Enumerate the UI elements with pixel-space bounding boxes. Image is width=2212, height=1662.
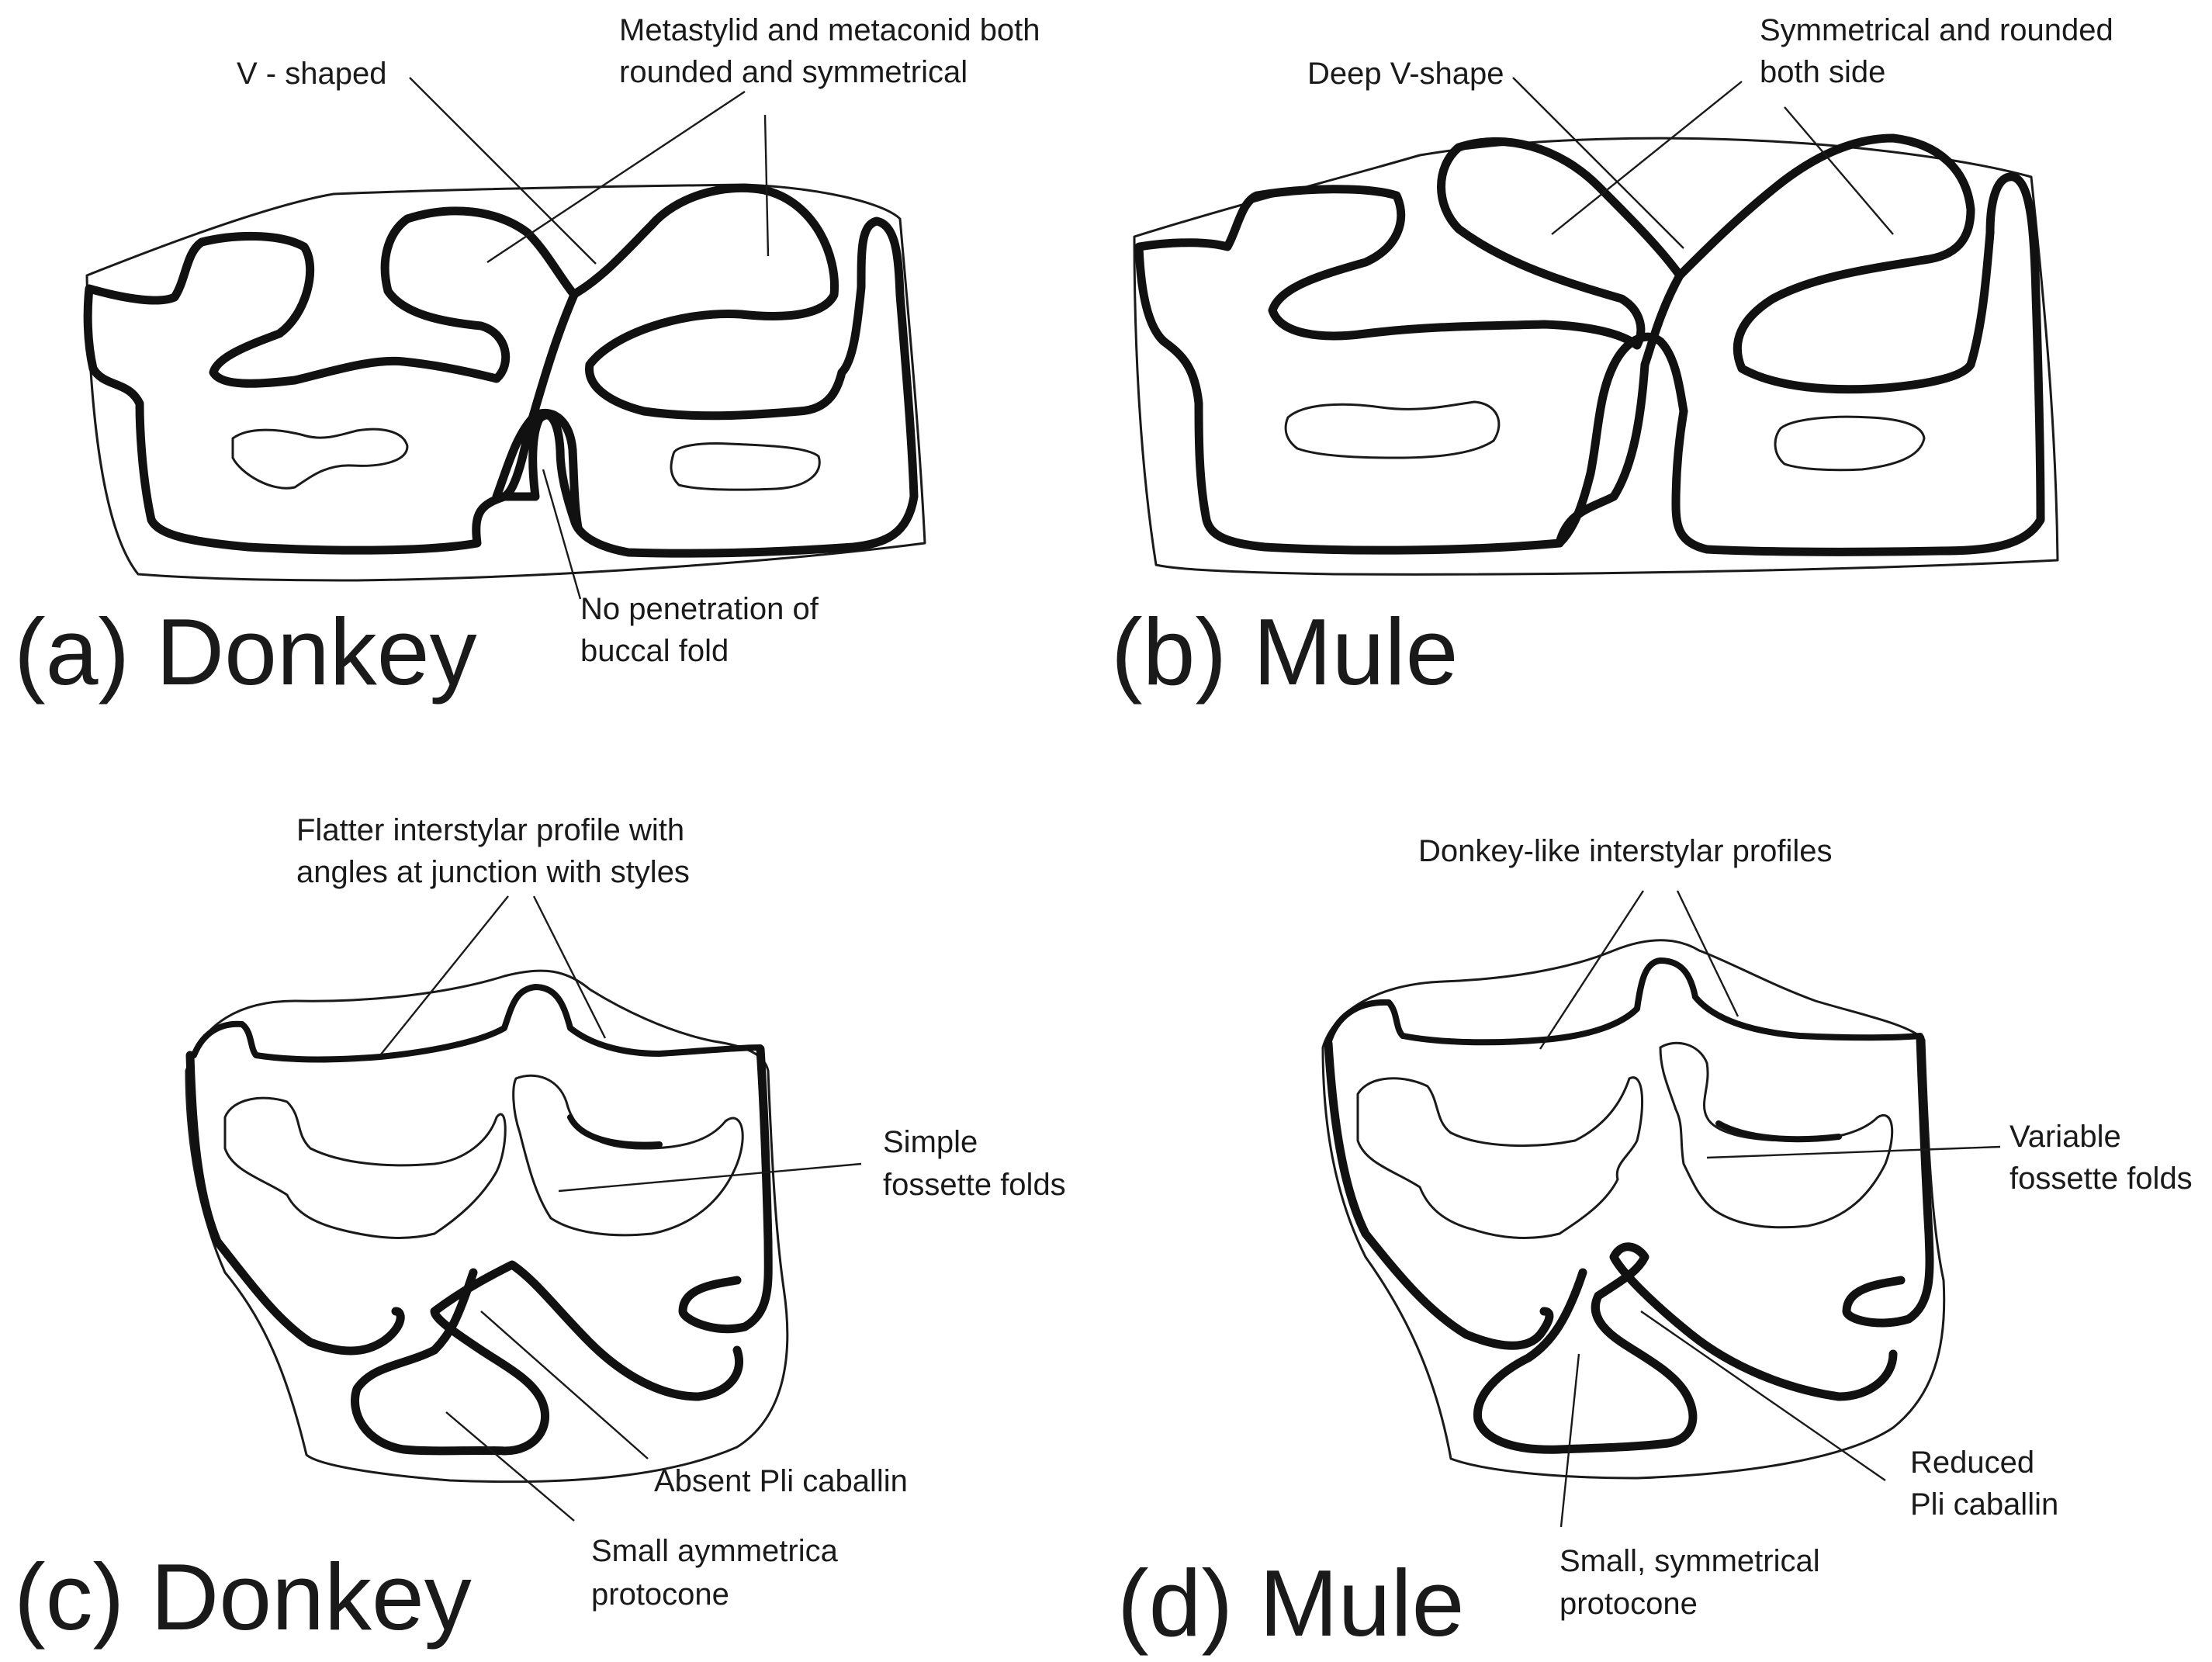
panel-d-fossette-right (1659, 1041, 1894, 1229)
panel-a: V - shaped Metastylid and metaconid both… (14, 13, 1040, 705)
panel-c-fossette-right (512, 1074, 744, 1237)
panel-c-label-flatter-1: Flatter interstylar profile with (296, 813, 684, 847)
panel-c-label-flatter-2: angles at junction with styles (296, 855, 690, 889)
panel-b-buccal-fold (1555, 332, 1688, 548)
panel-b-tooth-outline (1133, 137, 2059, 576)
panel-b-leader-symmetrical-1 (1551, 81, 1743, 235)
panel-d-protocone (1473, 1242, 1898, 1454)
panel-d-label-donkeylike: Donkey-like interstylar profiles (1418, 834, 1833, 868)
panel-b-leader-symmetrical-2 (1784, 106, 1894, 235)
panel-b-enamel-left (1134, 137, 1684, 555)
panel-a-label-buccal-1: No penetration of (580, 592, 819, 626)
panel-c-enamel-top (191, 984, 763, 1063)
panel-d-fossette-left (1356, 1076, 1643, 1239)
panel-a-title: (a) Donkey (14, 599, 477, 705)
panel-a-leader-buccal (542, 469, 582, 600)
panel-d: Donkey-like interstylar profiles Variabl… (1117, 834, 2193, 1656)
panel-c-enamel-outer (185, 1051, 405, 1356)
panel-c-tooth-outline (185, 969, 789, 1484)
panel-d-fossette-right-fill (1715, 1120, 1842, 1143)
panel-d-label-protocone-2: protocone (1559, 1587, 1698, 1621)
panel-c-leader-flatter-1 (379, 895, 509, 1056)
panel-c-title: (c) Donkey (14, 1544, 472, 1650)
panel-d-label-reduced-2: Pli caballin (1910, 1487, 2058, 1522)
panel-b-label-symmetrical-2: both side (1760, 55, 1885, 89)
panel-d-label-reduced-1: Reduced (1910, 1446, 2034, 1480)
panel-c-label-simple-2: fossette folds (883, 1168, 1066, 1202)
panel-c-leader-flatter-2 (532, 895, 607, 1039)
panel-d-enamel-right (1842, 1034, 1934, 1328)
panel-b-label-symmetrical-1: Symmetrical and rounded (1760, 13, 2113, 47)
panel-d-enamel-outer (1324, 1039, 1554, 1350)
panel-c-protocone (351, 1260, 744, 1456)
panel-a-leader-metastylid-1 (486, 90, 746, 264)
panel-d-leader-donkeylike-1 (1539, 890, 1645, 1050)
panel-a-enamel-right (500, 183, 919, 558)
panel-b-fossette-left (1284, 400, 1501, 459)
panel-d-leader-variable (1706, 1145, 2001, 1159)
panel-b-title: (b) Mule (1111, 599, 1458, 705)
panel-c-label-protocone-1: Small aymmetrica (591, 1534, 839, 1568)
panel-a-fossette-left (231, 428, 409, 490)
panel-a-fossette-right (670, 442, 821, 491)
panel-d-tooth-outline (1321, 939, 1946, 1480)
panel-c: Flatter interstylar profile with angles … (14, 813, 1066, 1650)
panel-c-leader-simple (558, 1162, 862, 1193)
panel-c-fossette-right-fill (567, 1114, 663, 1148)
panel-a-leader-v-shaped (409, 77, 597, 265)
panel-b-label-deep-v: Deep V-shape (1307, 57, 1504, 91)
panel-b-enamel-right (1671, 133, 2045, 556)
panel-d-enamel-top (1325, 957, 1923, 1047)
panel-d-label-variable-2: fossette folds (2009, 1162, 2193, 1196)
panel-a-label-metastylid-1: Metastylid and metaconid both (619, 13, 1040, 47)
panel-b-fossette-right (1774, 415, 1926, 472)
panel-c-label-simple-1: Simple (883, 1125, 978, 1159)
panel-a-label-metastylid-2: rounded and symmetrical (619, 55, 968, 89)
panel-c-fossette-left (223, 1096, 507, 1239)
panel-b: Deep V-shape Symmetrical and rounded bot… (1111, 13, 2113, 705)
panel-d-leader-reduced (1640, 1311, 1886, 1481)
panel-a-enamel-left (83, 206, 579, 555)
panel-c-leader-protocone (445, 1411, 575, 1522)
panel-d-label-protocone-1: Small, symmetrical (1559, 1544, 1820, 1578)
panel-d-label-variable-1: Variable (2009, 1120, 2121, 1154)
panel-d-title: (d) Mule (1117, 1550, 1464, 1656)
panel-d-leader-protocone (1559, 1353, 1580, 1528)
panel-a-buccal-fold (492, 408, 583, 532)
panel-c-enamel-right (678, 1044, 773, 1334)
panel-a-label-buccal-2: buccal fold (580, 634, 729, 668)
panel-c-label-pli: Absent Pli caballin (654, 1464, 908, 1498)
panel-b-leader-deep-v (1512, 77, 1684, 249)
panel-d-leader-donkeylike-2 (1676, 890, 1739, 1017)
panel-a-leader-metastylid-2 (763, 114, 770, 257)
panel-a-label-v-shaped: V - shaped (237, 57, 386, 91)
panel-c-leader-pli (480, 1311, 649, 1459)
panel-a-tooth-outline (85, 183, 926, 582)
panel-c-label-protocone-2: protocone (591, 1577, 729, 1612)
